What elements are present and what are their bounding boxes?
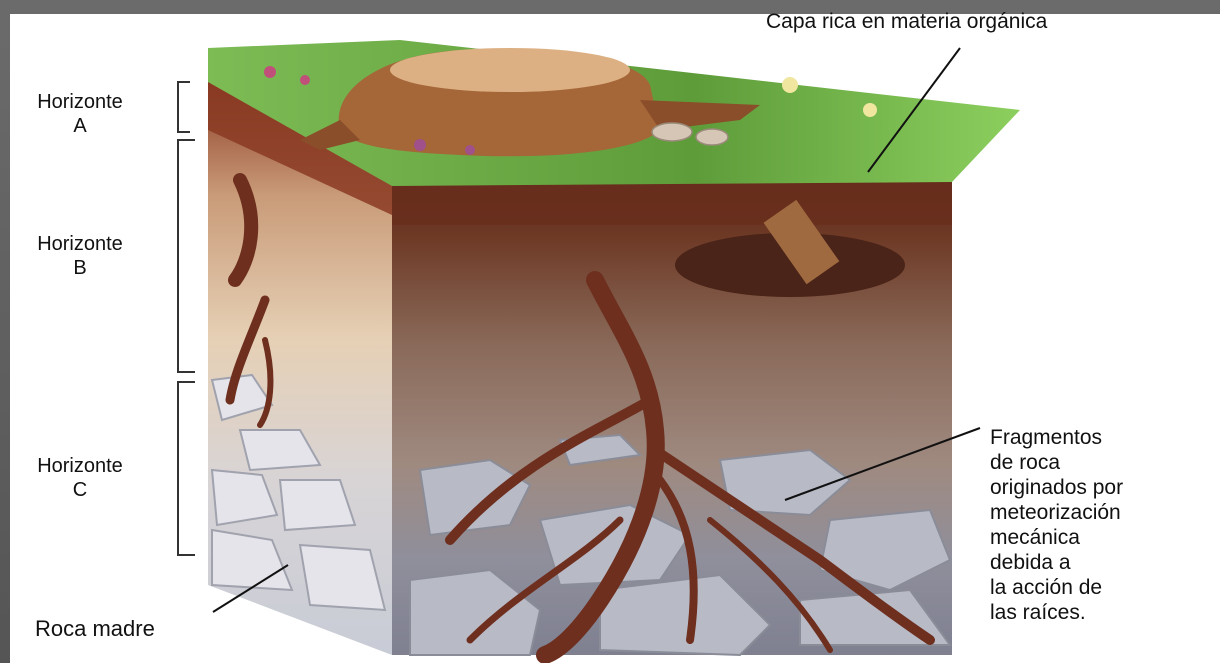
bracket-horizonte-b [178,140,195,372]
topsoil-band [392,180,952,225]
label-horizonte-a: Horizonte A [10,90,150,138]
label-capa-rica: Capa rica en materia orgánica [766,10,1047,34]
label-roca-madre: Roca madre [35,617,155,641]
bracket-horizonte-a [178,82,190,132]
bracket-horizonte-c [178,382,195,555]
label-fragmentos: Fragmentos de roca originados por meteor… [990,425,1123,625]
horizon-brackets [178,82,195,555]
label-horizonte-c: Horizonte C [10,454,150,502]
label-horizonte-b: Horizonte B [10,232,150,280]
